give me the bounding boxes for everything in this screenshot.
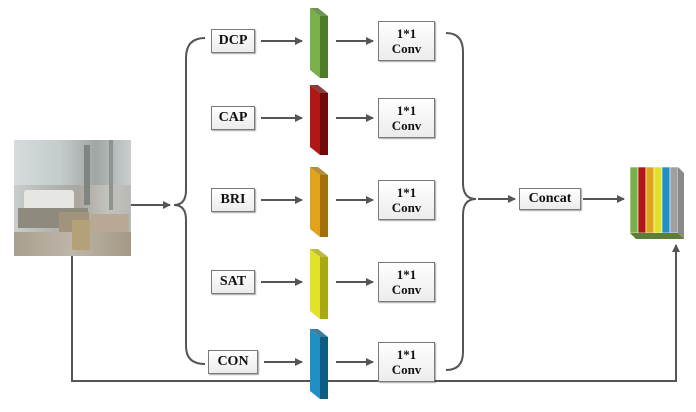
conv-line1: 1*1 [396,103,417,118]
feature-label-bri: BRI [211,188,255,212]
feature-map-bri [310,167,328,237]
conv-line1: 1*1 [396,267,417,282]
stack-slice-0 [629,166,639,234]
concat-box: Concat [519,188,581,210]
conv-line1: 1*1 [396,185,417,200]
feature-map-dcp [310,8,328,78]
feature-label-dcp: DCP [211,29,255,53]
feature-map-sat [310,249,328,319]
stack-side [678,167,684,239]
conv-line2: Conv [391,41,422,56]
conv-line2: Conv [391,282,422,297]
skip-connection [71,244,680,382]
feature-label-cap: CAP [211,106,255,130]
conv-line2: Conv [391,362,422,377]
stack-slice-1 [637,166,647,234]
feature-map-con [310,329,328,399]
conv-line2: Conv [391,200,422,215]
stack-slice-3 [653,166,663,234]
stack-slice-4 [661,166,671,234]
feature-label-sat: SAT [211,270,255,294]
stack-slice-2 [645,166,655,234]
right-brace [445,32,477,371]
input-hazy-image [14,140,131,256]
stack-bottom [630,233,684,239]
conv-line2: Conv [391,118,422,133]
feature-label-con: CON [208,350,258,374]
left-brace [173,37,206,365]
conv-line1: 1*1 [396,347,417,362]
stack-slice-5 [669,166,679,234]
feature-map-cap [310,85,328,155]
conv-line1: 1*1 [396,26,417,41]
output-feature-stack [629,166,684,239]
